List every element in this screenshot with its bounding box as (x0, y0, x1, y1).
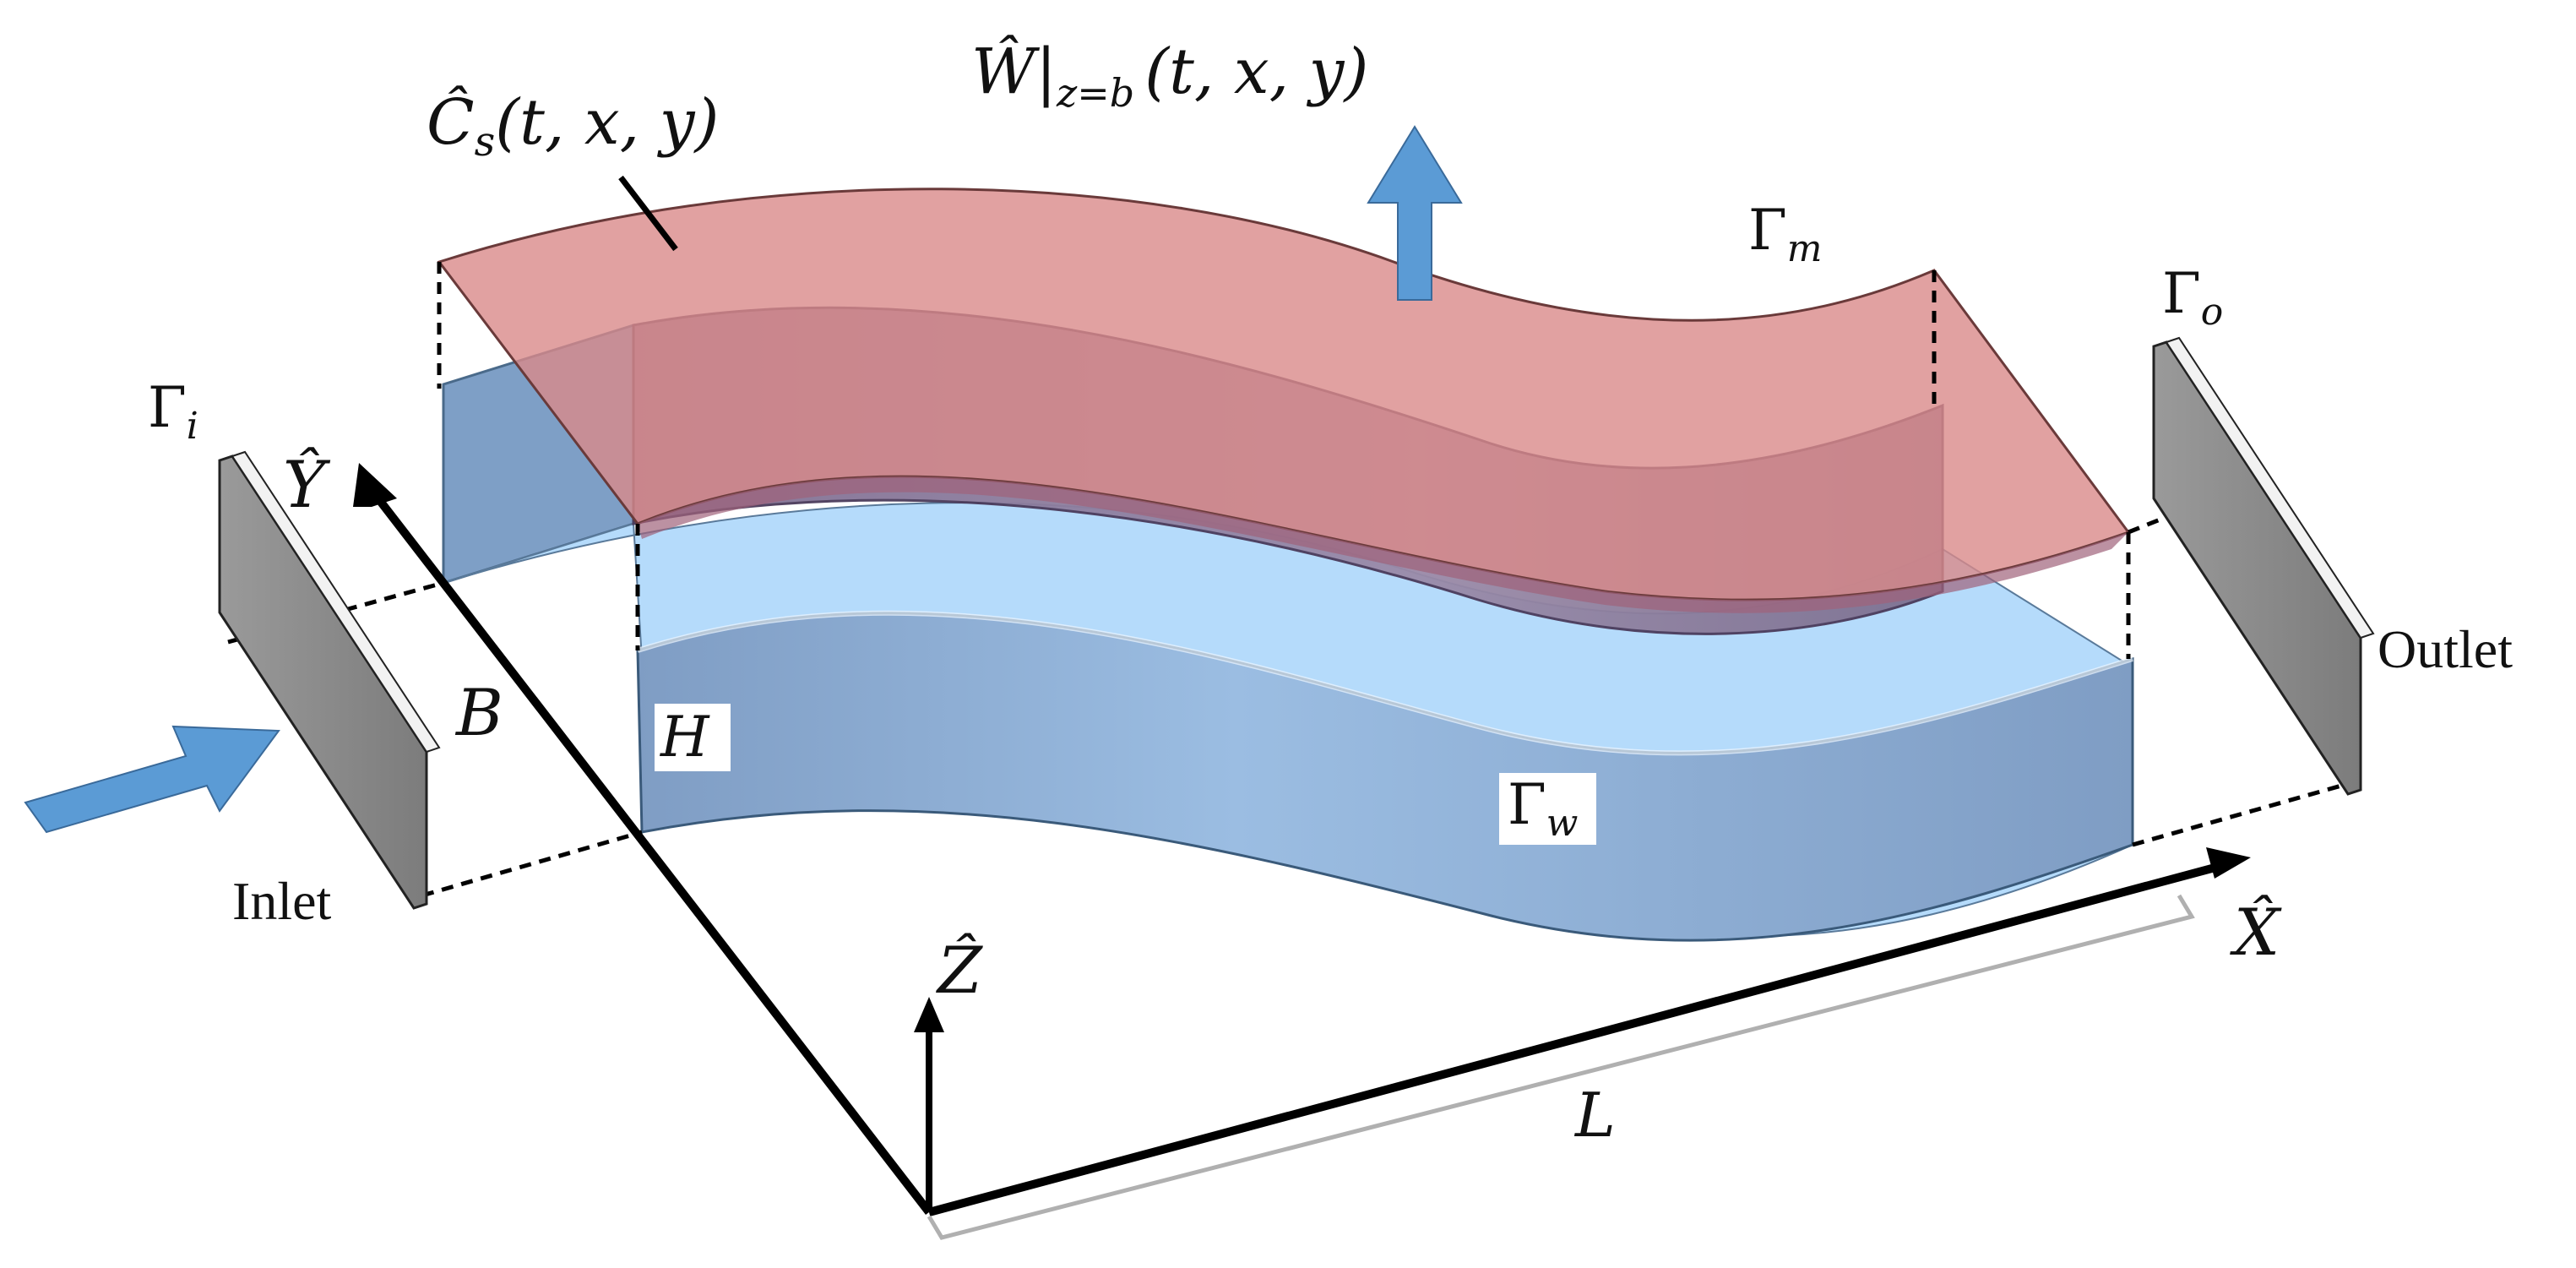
cs-pointer-line (618, 175, 678, 252)
y-axis-arrowhead (353, 463, 397, 507)
x-axis-arrowhead (2206, 847, 2251, 879)
z-axis-label: Ẑ (936, 932, 983, 1008)
x-axis-line (927, 862, 2223, 1216)
outlet-label: Outlet (2378, 619, 2513, 679)
w-flux-label: Ŵ|z=b(t, x, y) (971, 34, 1368, 116)
inflow-arrow-icon (24, 725, 280, 834)
gamma-m-label: Γm (1748, 198, 1823, 270)
gamma-o-label: Γo (2162, 261, 2223, 334)
l-label: L (1573, 1080, 1616, 1151)
b-label: B (454, 675, 503, 750)
l-dimension-bracket (927, 894, 2195, 1240)
inlet-label: Inlet (232, 871, 332, 931)
inlet-plate-edge (231, 450, 441, 754)
y-axis-line (368, 487, 932, 1216)
h-label-bg (655, 704, 731, 771)
front-wall-top-edge (637, 610, 2133, 756)
dashed-outlet-top (2128, 513, 2171, 535)
cs-label: Ĉs(t, x, y) (427, 84, 719, 166)
dashed-outlet-bottom (2132, 779, 2357, 847)
x-axis-label: X̂ (2230, 895, 2282, 970)
y-axis-label: Ŷ (283, 446, 331, 522)
flux-arrow-icon (1367, 125, 1463, 301)
h-label: H (660, 705, 710, 770)
dashed-inlet-bottom (421, 830, 643, 898)
outlet-plate-edge (2165, 336, 2375, 639)
gamma-w-label-bg (1499, 773, 1596, 845)
gamma-w-label: Γw (1508, 772, 1578, 845)
membrane-band (638, 476, 2128, 613)
gamma-i-label: Γi (148, 375, 198, 448)
z-axis-arrowhead (914, 997, 944, 1032)
